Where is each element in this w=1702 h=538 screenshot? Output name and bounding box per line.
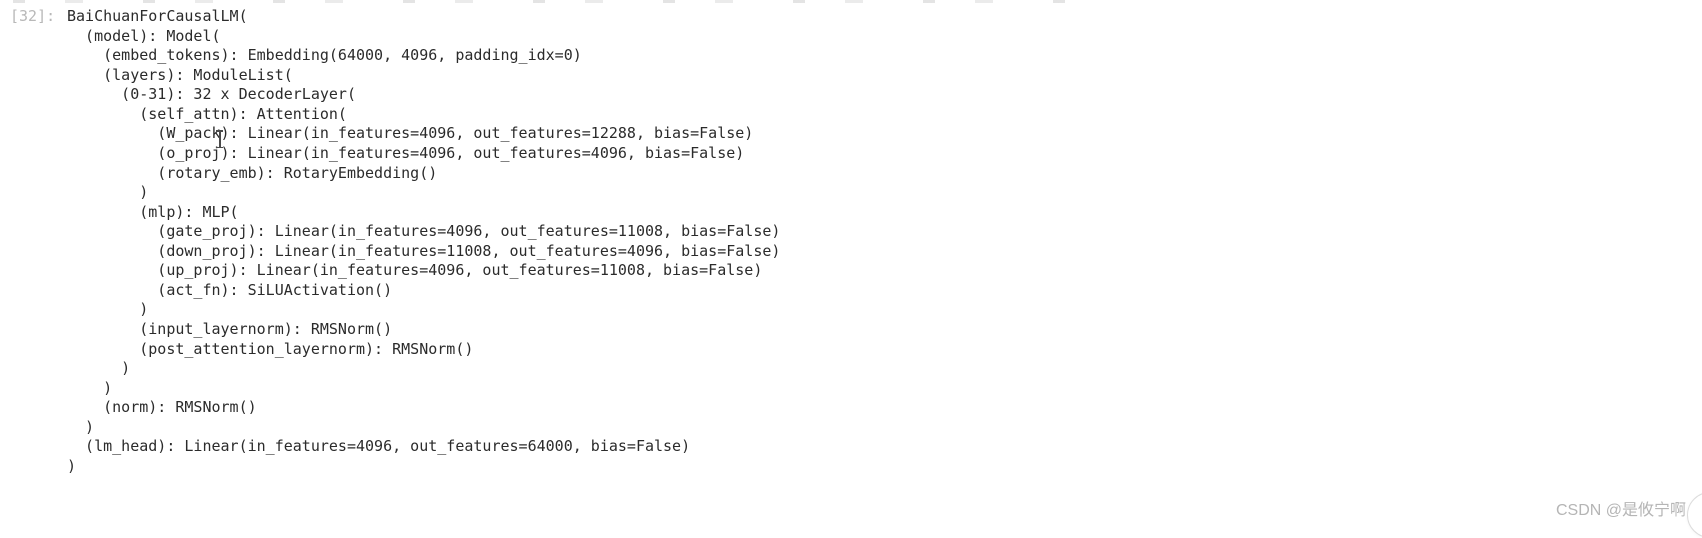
model-architecture-output: BaiChuanForCausalLM( (model): Model( (em…: [67, 7, 781, 475]
clipped-previous-line: [13, 0, 1073, 3]
csdn-watermark: CSDN @是攸宁啊: [1555, 502, 1686, 519]
floating-action-button-clipped[interactable]: [1687, 492, 1702, 538]
jupyter-output-cell: { "notebook": { "prompt": "[32]:", "outp…: [10, 0, 1702, 538]
output-prompt: [32]:: [10, 7, 56, 25]
